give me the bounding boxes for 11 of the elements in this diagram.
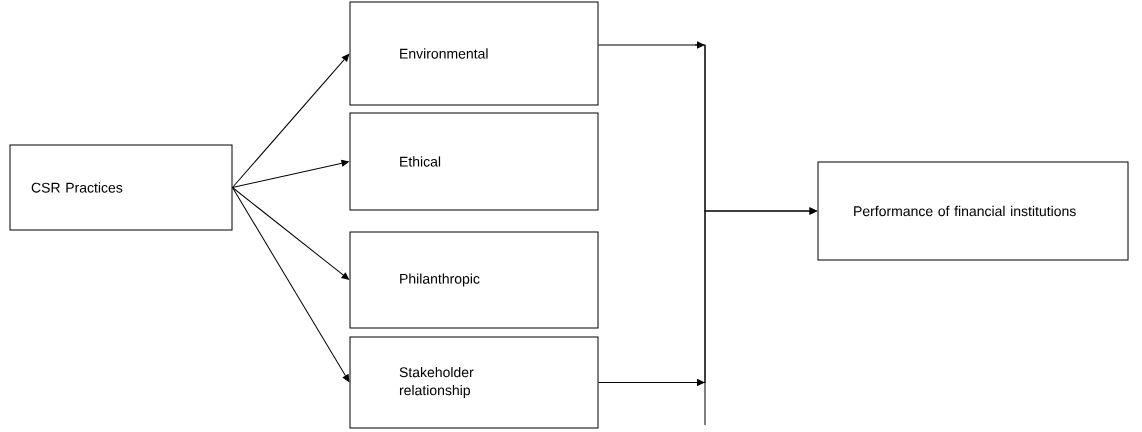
arrow: [232, 53, 350, 188]
process-box: Performance of financial institutions: [817, 161, 1129, 261]
arrow: [232, 187, 350, 382]
process-box: Environmental: [349, 1, 599, 106]
arrow: [598, 207, 817, 386]
arrow: [232, 187, 350, 280]
process-box: Philanthropic: [349, 231, 599, 329]
process-box: Ethical: [349, 112, 599, 211]
process-box: Stakeholder relationship: [349, 336, 599, 429]
arrow: [232, 159, 349, 188]
process-box: CSR Practices: [9, 144, 233, 231]
